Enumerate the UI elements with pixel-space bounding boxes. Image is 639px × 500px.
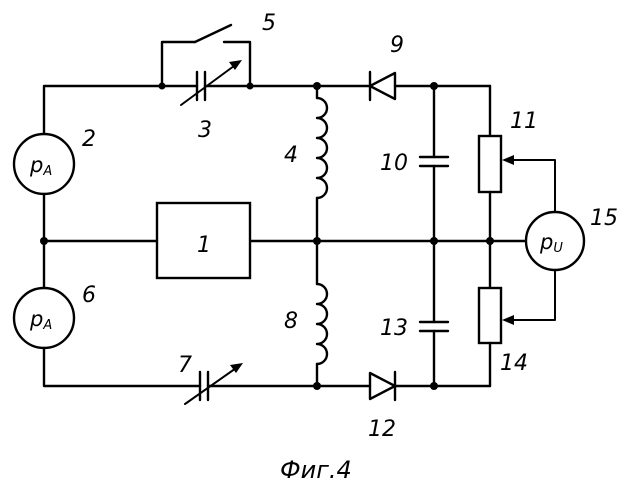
label-14: 14: [500, 351, 528, 376]
variable-capacitor-3: [181, 60, 242, 105]
resistor-14: [479, 241, 501, 386]
ammeter-6: pA: [14, 288, 74, 348]
label-10: 10: [380, 151, 408, 176]
inductor-8: [313, 241, 327, 390]
diode-9: [370, 72, 395, 100]
label-4: 4: [284, 143, 298, 168]
label-7: 7: [178, 353, 192, 378]
label-1: 1: [197, 233, 211, 258]
label-5: 5: [262, 11, 276, 36]
label-8: 8: [284, 309, 298, 334]
label-12: 12: [368, 417, 396, 442]
capacitor-10: [420, 82, 448, 241]
label-9: 9: [390, 33, 404, 58]
resistor-11: [479, 86, 501, 241]
diode-12: [370, 372, 395, 400]
label-13: 13: [380, 316, 408, 341]
bottom-rail-wires: [44, 348, 490, 386]
variable-capacitor-7: [185, 363, 243, 404]
label-6: 6: [82, 283, 96, 308]
top-rail-wires: [44, 86, 490, 138]
inductor-4: [313, 82, 327, 241]
figure-caption: Фиг.4: [280, 456, 352, 484]
label-15: 15: [590, 206, 618, 231]
capacitor-13: [420, 241, 448, 390]
label-11: 11: [510, 109, 538, 134]
middle-rail-wires: [40, 237, 555, 245]
label-3: 3: [198, 118, 212, 143]
label-2: 2: [82, 127, 96, 152]
ammeter-2: pA: [14, 134, 74, 194]
voltmeter-15: pU: [526, 212, 584, 270]
